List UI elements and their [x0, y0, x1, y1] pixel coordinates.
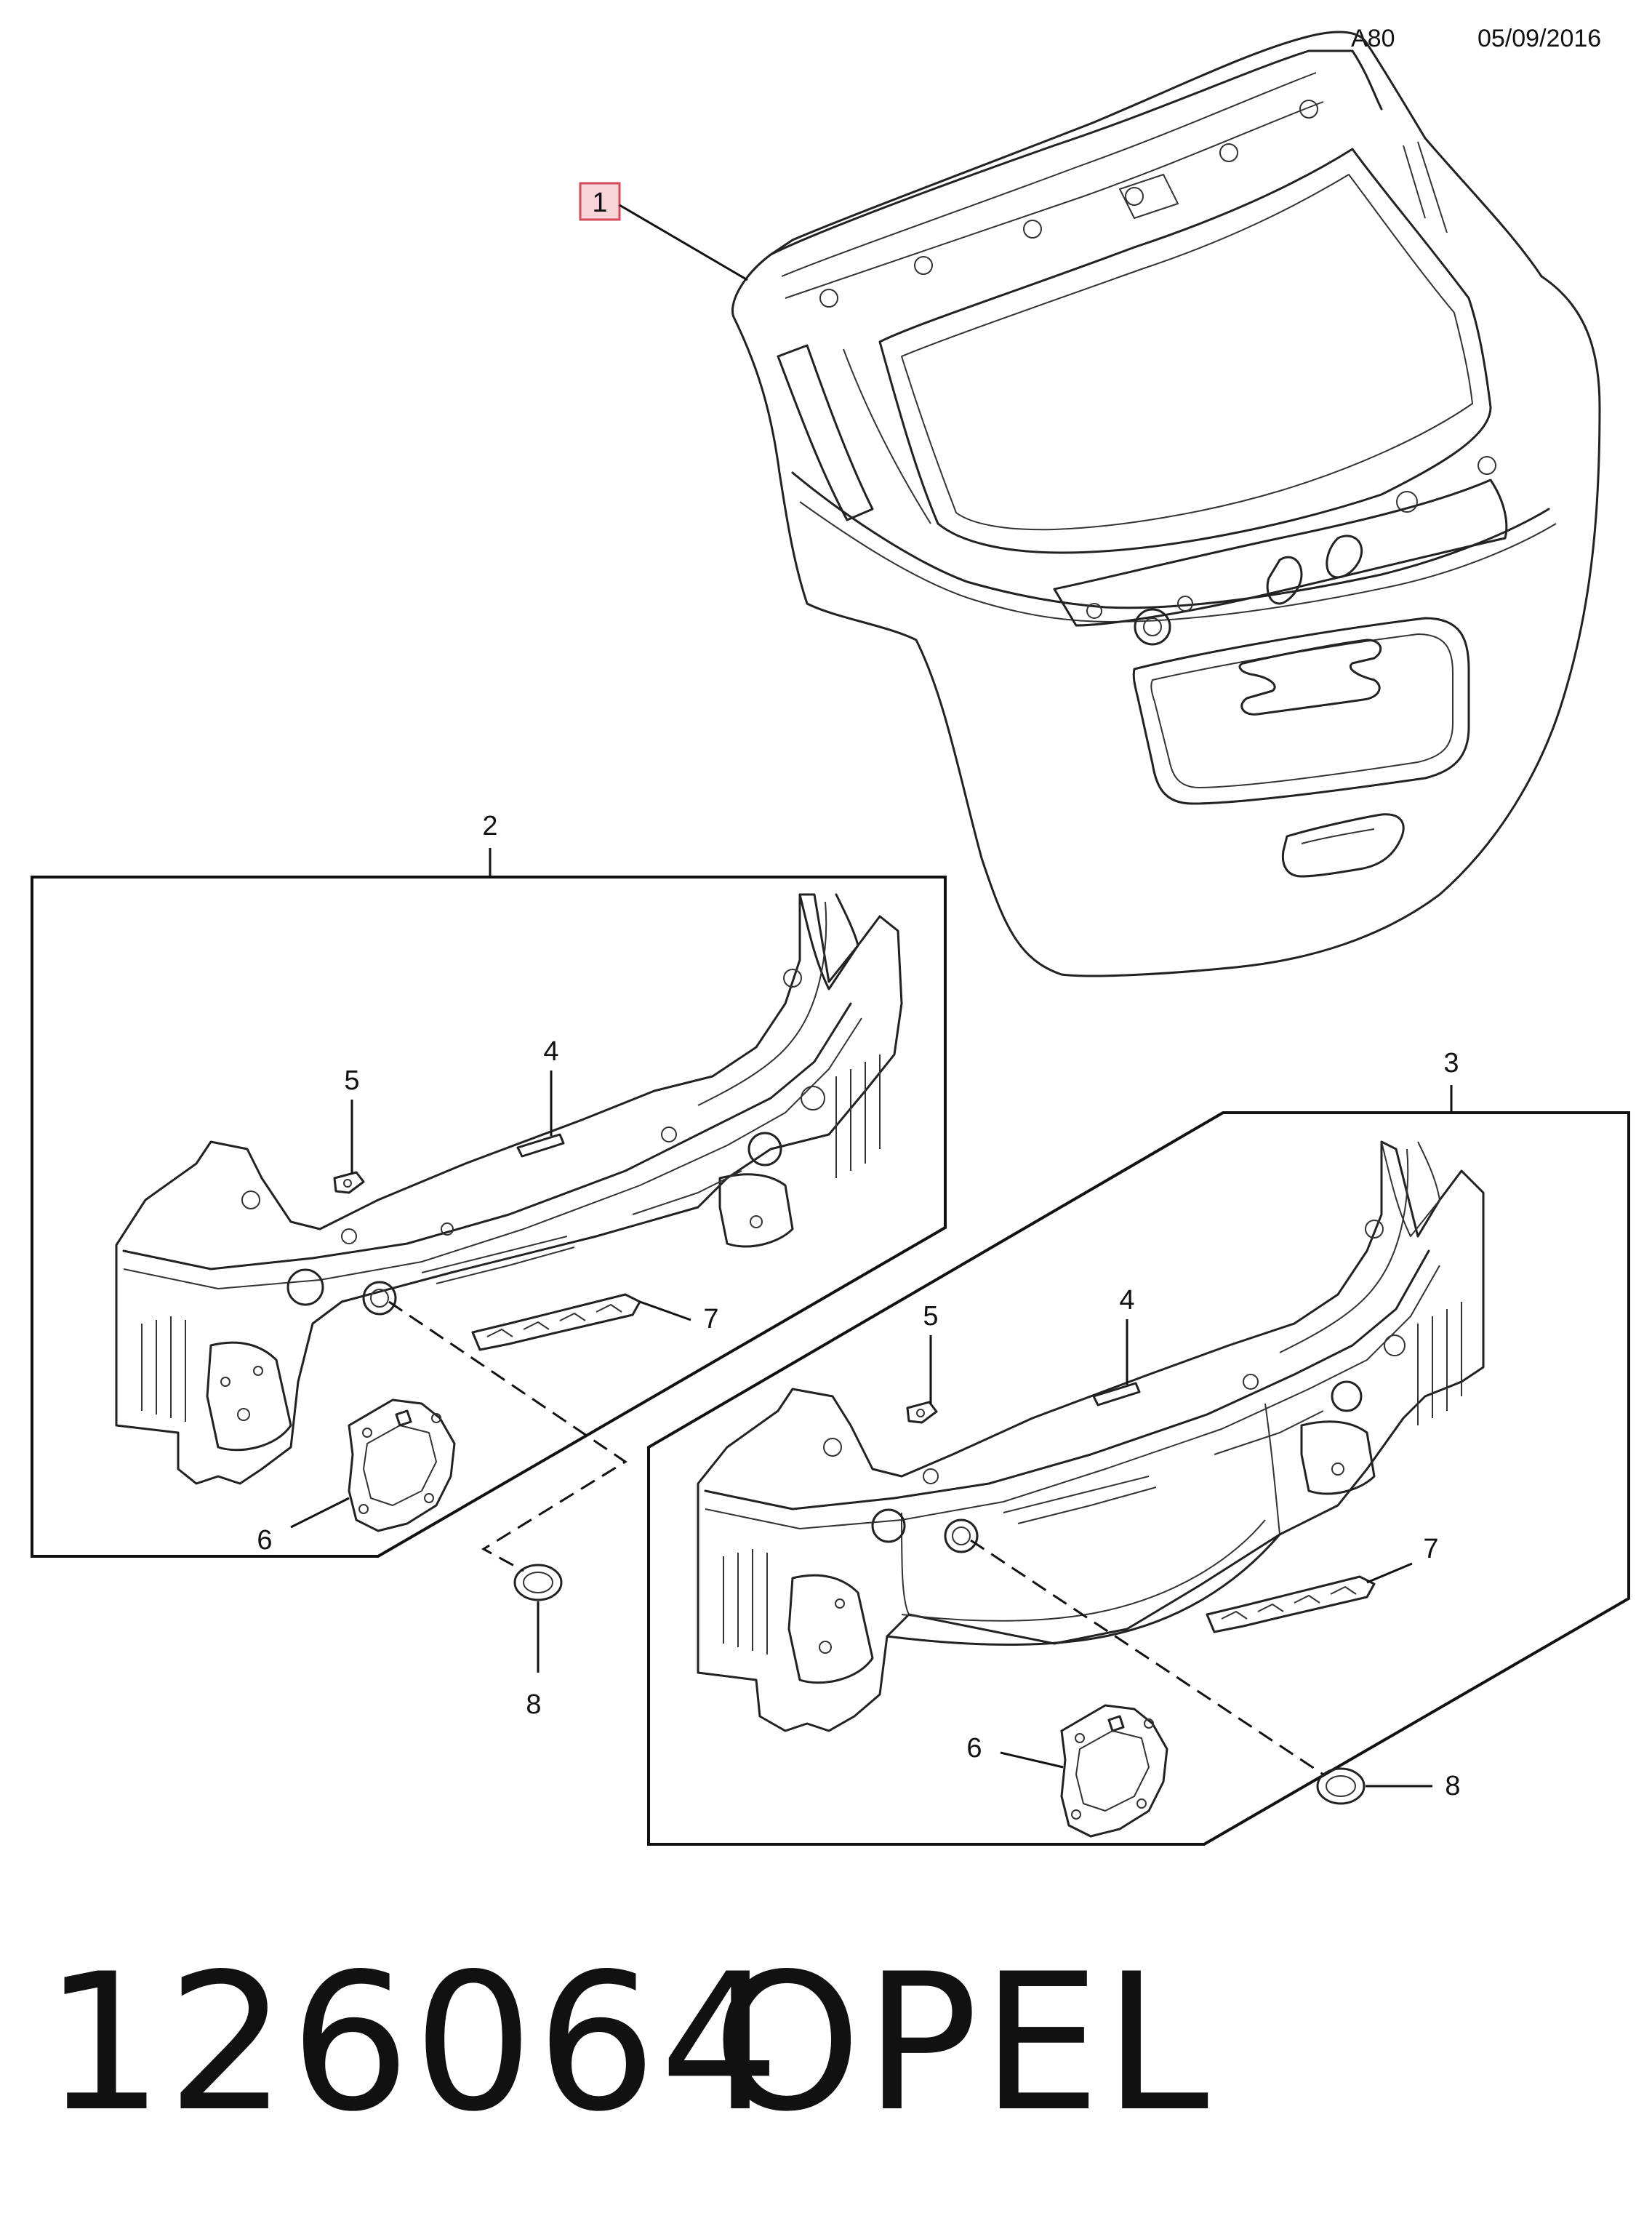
grommet-8-assy3 [1316, 1767, 1366, 1805]
callout-label-2: 2 [482, 811, 497, 841]
callout-highlight-box [579, 182, 621, 221]
callout-label-assy3-8: 8 [1445, 1771, 1460, 1801]
clip-5-assy2 [333, 1171, 365, 1194]
rear-panel-assembly-3 [697, 1140, 1485, 1732]
clip-5-assy3 [906, 1401, 938, 1424]
callout-part-1: 1 [579, 182, 748, 281]
bracket-7-assy2 [471, 1293, 641, 1351]
callout-label-assy3-5: 5 [923, 1301, 938, 1332]
callouts-assembly-2: 5 4 7 6 8 [257, 1036, 718, 1720]
plate-6-assy3 [1060, 1704, 1168, 1838]
brand-name: OPEL [713, 1934, 1212, 2153]
callout-label-assy2-5: 5 [344, 1065, 359, 1096]
callout-label-assy3-7: 7 [1423, 1534, 1438, 1564]
bracket-4-assy3 [1092, 1382, 1141, 1406]
diagram-date: 05/09/2016 [1477, 25, 1602, 52]
callout-label-assy2-4: 4 [543, 1036, 558, 1067]
bracket-4-assy2 [516, 1133, 565, 1158]
callouts-assembly-3: 5 4 7 6 8 [923, 1285, 1460, 1801]
diagram-code: A80 [1351, 25, 1395, 52]
callout-label-assy2-7: 7 [703, 1304, 718, 1334]
grommet-8-assy2 [513, 1564, 563, 1601]
assembly-2-frame: 2 [31, 811, 947, 1558]
bracket-7-assy3 [1206, 1575, 1376, 1633]
callout-label-assy2-6: 6 [257, 1525, 272, 1556]
callout-label-assy2-8: 8 [526, 1689, 541, 1720]
tailgate-drawing [731, 31, 1601, 977]
callout-label-1: 1 [592, 188, 607, 218]
callout-label-assy3-4: 4 [1119, 1285, 1134, 1316]
assembly-3-frame: 3 [647, 1048, 1630, 1846]
callout-label-3: 3 [1443, 1048, 1459, 1079]
callout-label-assy3-6: 6 [966, 1733, 982, 1764]
rear-panel-assembly-2 [115, 893, 903, 1485]
part-group-number: 126064 [44, 1934, 783, 2153]
plate-6-assy2 [348, 1398, 456, 1532]
